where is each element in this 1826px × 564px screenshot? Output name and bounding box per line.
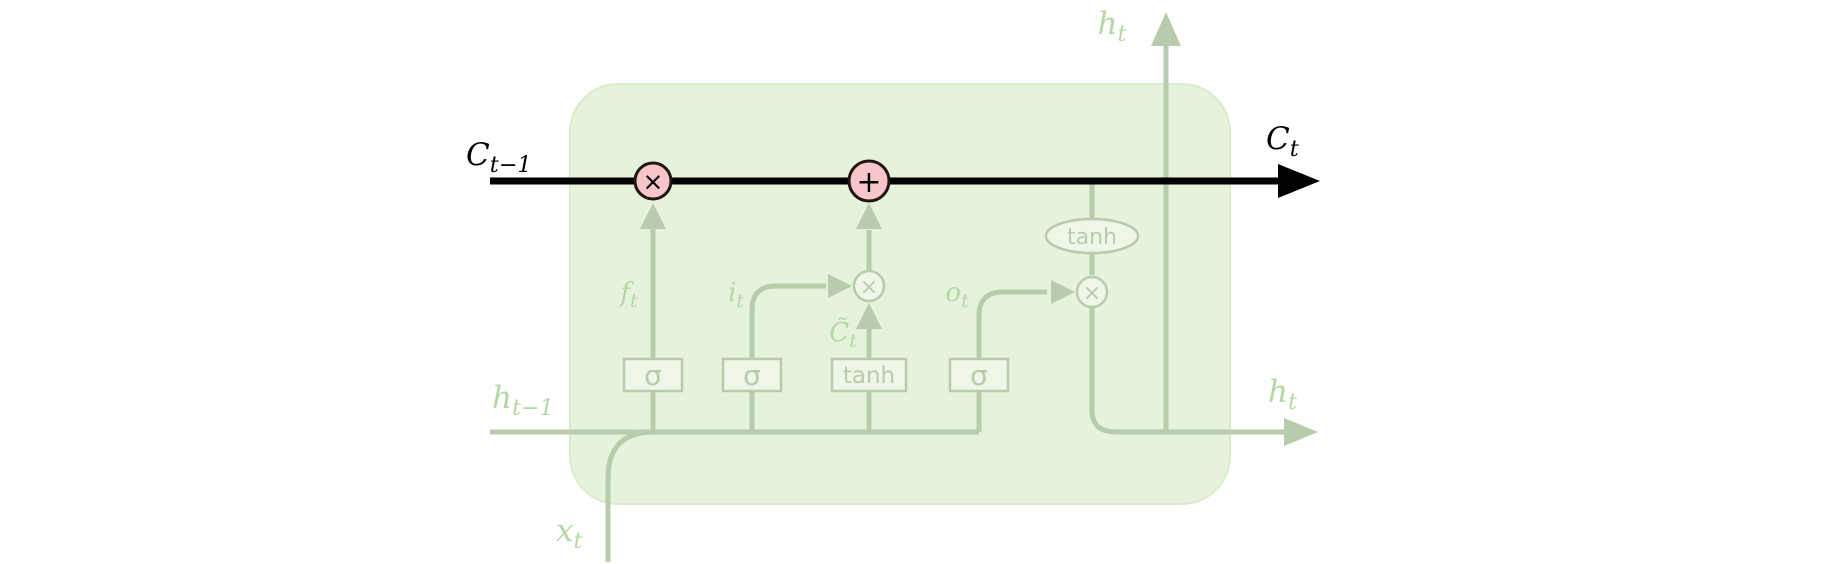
state-labels: Ct−1 Ct xyxy=(466,121,1299,178)
gate-layers: σ σ tanh σ xyxy=(622,357,1010,393)
state-tanh-oval xyxy=(1044,217,1140,255)
h-top-label: ht xyxy=(1098,6,1127,47)
xt-input-line xyxy=(605,429,655,562)
x-input-label: xt xyxy=(556,513,582,554)
faded-pointwise-ops: × tanh × xyxy=(852,217,1140,309)
candidate-label: C̃t xyxy=(829,317,857,352)
state-add-symbol: + xyxy=(856,165,881,200)
input-sigmoid-box xyxy=(721,357,783,393)
forget-sigmoid-label: σ xyxy=(644,359,662,392)
cell-state-highlight: × + xyxy=(490,159,1320,203)
output-sigmoid-box xyxy=(948,357,1010,393)
c-next-label: Ct xyxy=(1266,121,1299,162)
state-tanh-label: tanh xyxy=(1067,225,1117,250)
state-add-op xyxy=(847,159,891,203)
input-gate-label: it xyxy=(728,278,744,312)
h-prev-label: ht−1 xyxy=(492,380,554,421)
c-prev-label: Ct−1 xyxy=(466,137,532,178)
input-arrowhead-icon xyxy=(828,274,852,298)
output-sigmoid-label: σ xyxy=(970,359,988,392)
input-sigmoid-label: σ xyxy=(743,359,761,392)
forget-arrowhead-icon xyxy=(640,203,666,229)
internal-wiring xyxy=(490,12,1318,562)
candidate-multiply-circle xyxy=(852,269,886,303)
cell-state-arrowhead-icon xyxy=(1278,164,1320,198)
h-right-arrowhead-icon xyxy=(1284,418,1318,446)
h-top-arrowhead-icon xyxy=(1151,12,1181,46)
faded-labels: ht ht ht−1 xt ft it ot C̃t xyxy=(492,6,1297,554)
add-input-arrowhead-icon xyxy=(856,203,882,229)
forget-sigmoid-box xyxy=(622,357,684,393)
candidate-tanh-box xyxy=(830,357,908,393)
candidate-tanh-label: tanh xyxy=(843,363,895,389)
candidate-arrowhead-icon xyxy=(856,303,882,329)
output-gate-arrowhead-icon xyxy=(1051,280,1075,304)
cell-body xyxy=(569,83,1231,505)
output-gate-label: ot xyxy=(945,278,969,312)
output-multiply-symbol: × xyxy=(1083,281,1101,306)
candidate-multiply-symbol: × xyxy=(860,275,878,300)
forget-multiply-symbol: × xyxy=(643,167,664,196)
forget-multiply-op xyxy=(633,161,673,201)
h-right-label: ht xyxy=(1268,374,1297,415)
output-gate-to-multiply-line xyxy=(976,289,1047,359)
input-to-multiply-line xyxy=(749,283,826,359)
output-h-line xyxy=(1089,307,1286,435)
output-multiply-circle xyxy=(1075,275,1109,309)
